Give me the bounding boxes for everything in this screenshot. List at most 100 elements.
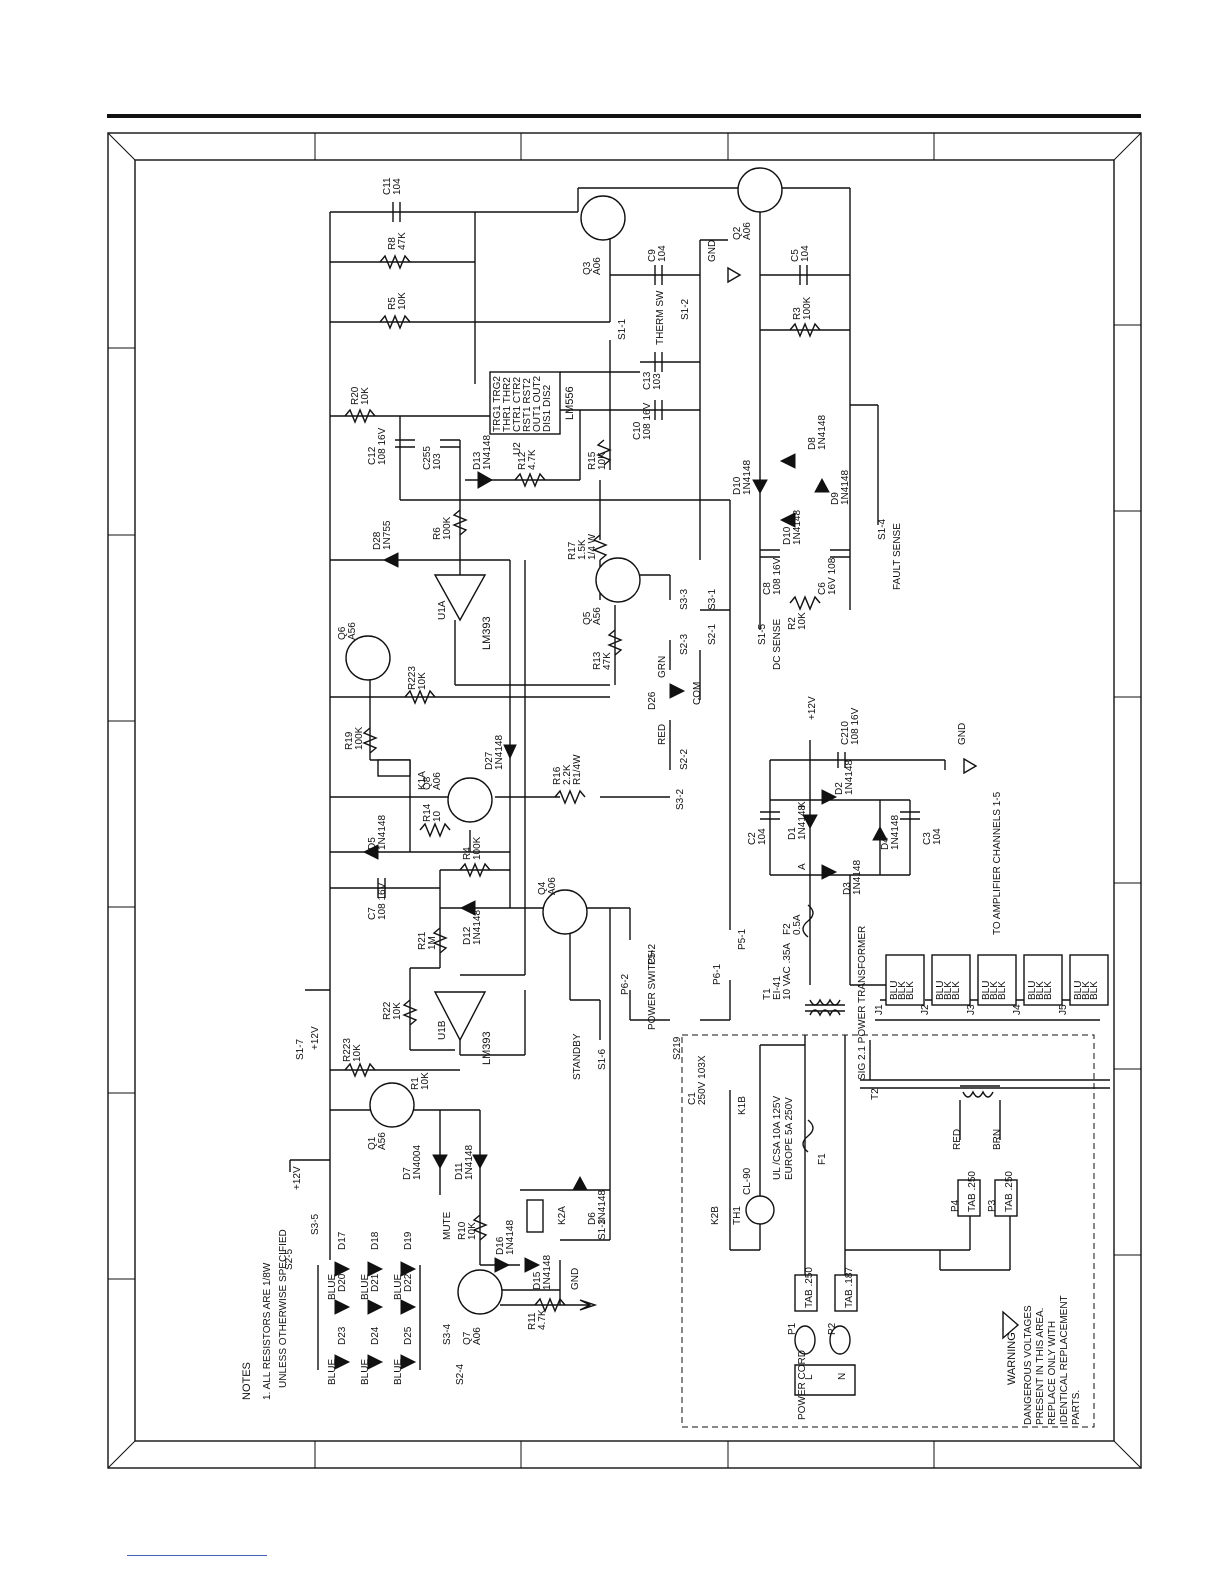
capacitor-value: 108 16V [377,882,388,920]
top-rule [107,114,1141,118]
diode-d11 [752,479,768,495]
transistor-label: Q5 [582,611,593,625]
diode-value: 1N4148 [494,735,505,770]
connector-j2 [931,954,971,1006]
diode-value: 1N4148 [817,415,828,450]
resistor-r13 [596,439,612,466]
connector-j5-label: J5 [1058,1004,1069,1015]
resistor-value: 10K [797,612,808,630]
resistor-label: R19 [344,731,355,750]
ic-u2-pin-row: RST1 RST2 [522,378,533,432]
ic-u2-pin-row: TRG1 TRG2 [492,376,503,432]
diode-d16 [494,1257,511,1273]
wire-blk: BLK [905,981,916,1000]
dc-sense-label: DC SENSE [772,619,783,670]
relay-k2a-label: K2A [557,1206,568,1225]
transformer-t1 [805,998,845,1017]
transformer-t1-rating: 10 VAC .35A [782,943,793,1000]
capacitor-label: C2 [747,832,758,845]
diode-value: 1N4148 [597,1190,608,1225]
resistor-value: 10K [352,1044,363,1062]
led-color: BLUE [327,1359,338,1385]
warning-line: DANGEROUS VOLTAGES [1023,1305,1034,1425]
resistor-label: R6 [432,527,443,540]
led-d26-red: RED [657,724,668,745]
transistor-type: A06 [547,877,558,895]
connector-s3-2: S3-2 [675,788,686,810]
transistor-q4 [542,889,588,935]
thermistor-type: CL-90 [742,1167,753,1195]
diode-value: 1N4148 [482,435,493,470]
led-ref: D17 [337,1231,348,1250]
resistor-value: 1M [427,936,438,950]
gnd-label: GND [957,723,968,745]
wire-blk: BLK [951,981,962,1000]
connector-s3-1: S3-1 [707,588,718,610]
connector-s1-6: S1-6 [597,1048,608,1070]
capacitor-label: C11 [382,177,393,195]
capacitor-value: 104 [657,245,668,262]
resistor-r10 [472,1214,488,1241]
connector-j1 [885,954,925,1006]
thermistor-th1 [745,1195,775,1225]
transistor-label: Q3 [582,261,593,275]
transformer-title: SIG 2.1 POWER TRANSFORMER [857,926,868,1080]
wire-blk: BLK [1089,981,1100,1000]
connector-j3-label: J3 [966,1004,977,1015]
capacitor-c12 [395,439,415,448]
footer-link-underline[interactable] [127,1555,267,1556]
transformer-t2-label: T2 [870,1088,881,1100]
diode-label: D10 [732,476,743,495]
tab-p4 [957,1179,981,1217]
resistor-r20 [432,927,448,954]
ic-u2-pin-row: CTR1 CTR2 [512,377,523,432]
connector-s2-3: S2-3 [679,633,690,655]
resistor-label: R22 [382,1001,393,1020]
transistor-type: A56 [592,607,603,625]
diode-label: D13 [472,451,483,470]
capacitor-value: 104 [800,245,811,262]
power-cord-label: POWER CORD [797,1350,808,1420]
ic-u2-name: LM556 [564,386,576,420]
resistor-label: R3 [792,307,803,320]
led-ref: D20 [337,1273,348,1292]
wire-blu: BLU [1073,981,1084,1000]
resistor-label: R5 [387,297,398,310]
resistor-value: 10K [360,387,371,405]
resistor-value: 4.7K [537,1309,548,1330]
wiring [289,187,1110,1370]
resistor-label: R20 [350,386,361,405]
resistor-value: 100K [354,726,365,750]
resistor-r6 [452,509,468,536]
power-switch-label: POWER SWITCH [647,950,658,1030]
wire-blk: BLK [997,981,1008,1000]
capacitor-c255 [440,439,460,448]
diode-label: D11 [454,1162,465,1180]
diode-label: D1 [787,827,798,840]
connector-s2-4: S2-4 [455,1363,466,1385]
warning-title: WARNING [1006,1332,1018,1385]
pin-a-label: A [797,863,808,870]
resistor-label: R223 [342,1038,353,1062]
tab-p1-rating: TAB .250 [804,1267,815,1308]
resistor-r12 [514,472,546,488]
transistor-q7 [457,1269,503,1315]
fuse-f1-rating: UL /CSA 10A 125V [772,1096,783,1180]
resistor-r19 [344,408,376,424]
ic-u2-pin-row: OUT1 OUT2 [532,375,543,432]
ground-symbol-top [727,266,742,284]
resistor-value: 10K [392,1002,403,1020]
diode-d12 [459,900,476,916]
cord-l-label: L [804,1374,815,1380]
capacitor-label: C6 [817,582,828,595]
relay-coil-k2a [526,1199,544,1233]
relay-k2b-label: K2B [710,1206,721,1225]
connector-p5-1: P5-1 [737,928,748,950]
resistor-value: 10K [417,672,428,690]
fuse-f1-label: F1 [817,1153,828,1165]
tab-p4-rating: TAB .250 [967,1171,978,1212]
ic-u2-body [489,371,561,435]
tab-p2-rating: TAB .187 [844,1267,855,1308]
resistor-label: R10 [457,1221,468,1240]
led-ref: D19 [403,1231,414,1250]
